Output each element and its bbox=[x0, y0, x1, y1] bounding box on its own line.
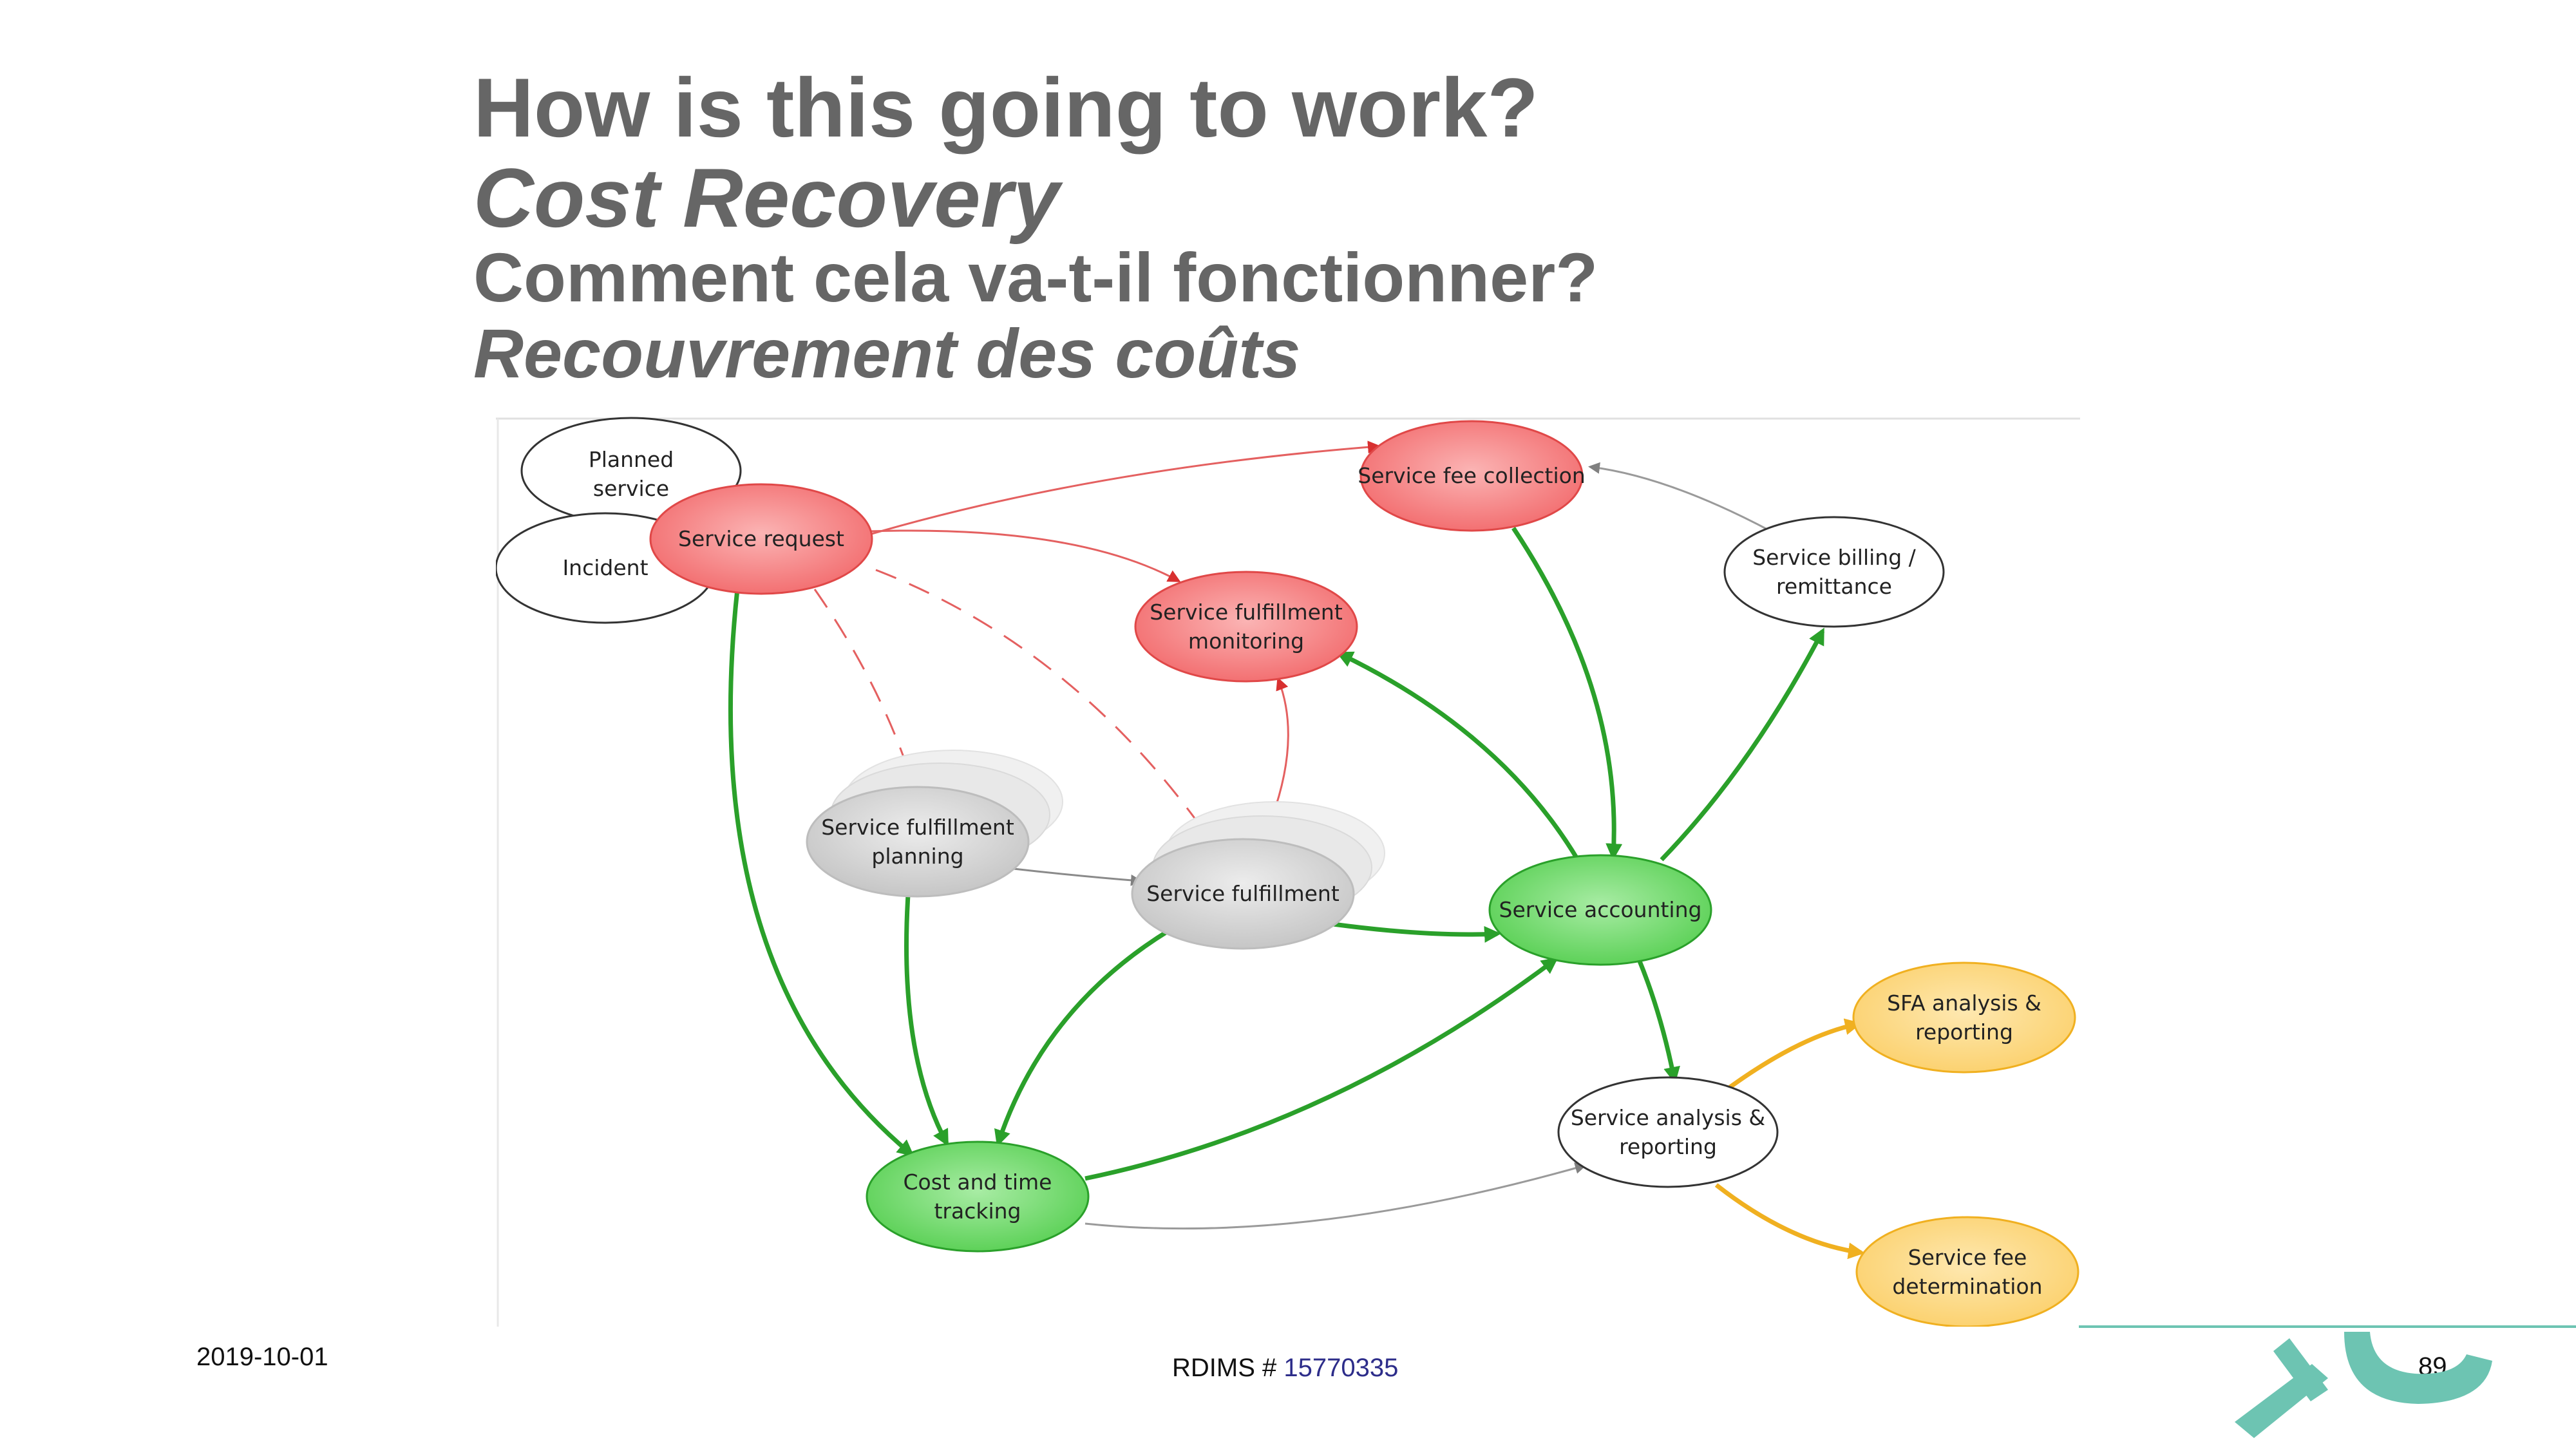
node-label: Planned bbox=[589, 447, 674, 472]
slide-title: How is this going to work? bbox=[473, 61, 1539, 155]
slide-subtitle-french: Recouvrement des coûts bbox=[473, 314, 1301, 392]
svg-text:reporting: reporting bbox=[1619, 1134, 1717, 1159]
node-label: reporting bbox=[1915, 1019, 2013, 1045]
node-label: planning bbox=[871, 844, 963, 869]
svg-text:service: service bbox=[593, 476, 669, 501]
footer-rdims: RDIMS # 15770335 bbox=[1172, 1354, 1398, 1383]
svg-text:Service request: Service request bbox=[678, 526, 844, 551]
node-label: Service fulfillment bbox=[1146, 881, 1340, 906]
diagram-nodes: Planned service Incident Service request… bbox=[496, 417, 2079, 1327]
svg-text:monitoring: monitoring bbox=[1188, 629, 1304, 654]
node-label: Service analysis & bbox=[1571, 1105, 1765, 1130]
node-service-fulfillment-planning: Service fulfillment planning bbox=[806, 750, 1063, 898]
edge-fee-collection-to-accounting bbox=[1511, 527, 1623, 860]
footer-date: 2019-10-01 bbox=[196, 1343, 328, 1371]
svg-text:Service fulfillment: Service fulfillment bbox=[1146, 881, 1340, 906]
cost-recovery-diagram: Planned service Incident Service request… bbox=[496, 417, 2080, 1327]
rdims-label: RDIMS # bbox=[1172, 1354, 1284, 1382]
node-label: Service fulfillment bbox=[821, 815, 1014, 840]
node-label: Service fee bbox=[1908, 1245, 2027, 1270]
node-label: Incident bbox=[562, 555, 648, 580]
edge-tracking-to-accounting bbox=[1084, 957, 1558, 1181]
svg-text:planning: planning bbox=[871, 844, 963, 869]
node-label: SFA analysis & bbox=[1887, 990, 2041, 1016]
svg-text:Service fulfillment: Service fulfillment bbox=[1150, 600, 1343, 625]
node-service-fee-determination: Service fee determination bbox=[1855, 1216, 2079, 1327]
edge-tracking-to-analysis bbox=[1084, 1162, 1587, 1230]
node-label: determination bbox=[1892, 1274, 2042, 1299]
node-label: monitoring bbox=[1188, 629, 1304, 654]
edge-accounting-to-analysis bbox=[1636, 958, 1680, 1084]
svg-text:SFA analysis &: SFA analysis & bbox=[1887, 990, 2041, 1016]
node-label: Service accounting bbox=[1499, 897, 1702, 922]
edge-accounting-to-monitoring bbox=[1336, 651, 1580, 861]
edge-fulfillment-to-accounting bbox=[1332, 922, 1501, 943]
svg-text:determination: determination bbox=[1892, 1274, 2042, 1299]
svg-text:Planned: Planned bbox=[589, 447, 674, 472]
node-label: Cost and time bbox=[904, 1170, 1052, 1195]
edge-request-to-fee-collection bbox=[837, 440, 1381, 545]
edge-analysis-to-sfa bbox=[1718, 1018, 1862, 1097]
node-label: tracking bbox=[934, 1198, 1021, 1224]
edge-request-to-monitoring bbox=[869, 529, 1181, 582]
node-label: service bbox=[593, 476, 669, 501]
node-service-request: Service request bbox=[649, 483, 873, 595]
svg-text:Service analysis &: Service analysis & bbox=[1571, 1105, 1765, 1130]
edge-analysis-to-fee-determination bbox=[1714, 1183, 1865, 1260]
diagram-edges bbox=[728, 440, 1865, 1260]
slide-subtitle: Cost Recovery bbox=[473, 151, 1060, 245]
edge-planning-to-fulfillment bbox=[1007, 867, 1142, 886]
edge-billing-to-fee-collection bbox=[1588, 462, 1772, 533]
svg-text:tracking: tracking bbox=[934, 1198, 1021, 1224]
node-service-fulfillment: Service fulfillment bbox=[1131, 801, 1385, 950]
node-service-accounting: Service accounting bbox=[1488, 854, 1712, 966]
footer-divider bbox=[2079, 1325, 2576, 1328]
edge-fulfillment-to-tracking bbox=[994, 929, 1170, 1147]
slide-title-french: Comment cela va-t-il fonctionner? bbox=[473, 238, 1598, 316]
node-sfa-analysis-reporting: SFA analysis & reporting bbox=[1852, 961, 2076, 1074]
edge-planning-to-tracking bbox=[904, 895, 949, 1147]
svg-text:Service fulfillment: Service fulfillment bbox=[821, 815, 1014, 840]
svg-text:Service billing /: Service billing / bbox=[1752, 545, 1916, 570]
node-label: reporting bbox=[1619, 1134, 1717, 1159]
node-cost-time-tracking: Cost and time tracking bbox=[866, 1141, 1090, 1253]
svg-text:Incident: Incident bbox=[562, 555, 648, 580]
svg-text:reporting: reporting bbox=[1915, 1019, 2013, 1045]
node-service-analysis-reporting: Service analysis & reporting bbox=[1557, 1076, 1779, 1188]
node-service-fee-collection: Service fee collection bbox=[1358, 420, 1586, 532]
svg-text:Service accounting: Service accounting bbox=[1499, 897, 1702, 922]
node-label: Service billing / bbox=[1752, 545, 1916, 570]
edge-accounting-to-billing bbox=[1660, 627, 1825, 862]
edge-request-to-tracking bbox=[728, 589, 914, 1157]
svg-text:Cost and time: Cost and time bbox=[904, 1170, 1052, 1195]
rdims-number: 15770335 bbox=[1283, 1354, 1399, 1382]
node-service-billing-remittance: Service billing / remittance bbox=[1723, 516, 1945, 628]
node-label: remittance bbox=[1776, 574, 1892, 599]
svg-text:Service fee collection: Service fee collection bbox=[1358, 463, 1586, 488]
tc-logo-icon bbox=[2235, 1332, 2492, 1438]
node-label: Service request bbox=[678, 526, 844, 551]
svg-text:Service fee: Service fee bbox=[1908, 1245, 2027, 1270]
node-label: Service fee collection bbox=[1358, 463, 1586, 488]
node-label: Service fulfillment bbox=[1150, 600, 1343, 625]
edge-fulfillment-to-monitoring bbox=[1271, 677, 1289, 819]
svg-text:remittance: remittance bbox=[1776, 574, 1892, 599]
node-service-fulfillment-monitoring: Service fulfillment monitoring bbox=[1134, 571, 1358, 683]
edge-request-to-fulfillment-dashed bbox=[875, 569, 1213, 843]
